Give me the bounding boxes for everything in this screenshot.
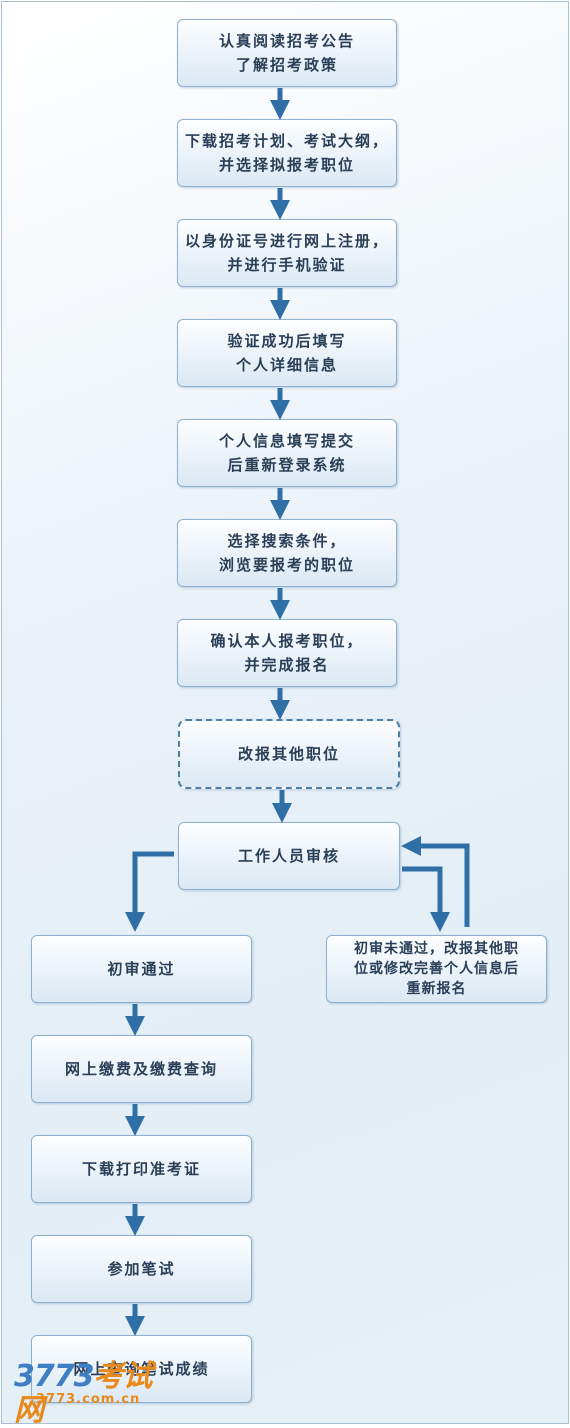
step-browse: 选择搜索条件， 浏览要报考的职位 (177, 519, 397, 587)
arrow-review-to-passed (125, 851, 174, 932)
step-confirm: 确认本人报考职位， 并完成报名 (177, 619, 397, 687)
arrow-not-passed-back (401, 836, 470, 927)
step-print-admission: 下载打印准考证 (31, 1135, 252, 1203)
site-watermark-logo: 3773考试网 3773.com.cn (14, 1359, 152, 1428)
arrow-review-to-not-passed (402, 866, 450, 932)
step-passed: 初审通过 (31, 935, 252, 1003)
step-not-passed: 初审未通过，改报其他职 位或修改完善个人信息后 重新报名 (326, 935, 547, 1003)
step-payment: 网上缴费及缴费查询 (31, 1035, 252, 1103)
step-download-plan: 下载招考计划、考试大纲， 并选择拟报考职位 (177, 119, 397, 187)
step-review: 工作人员审核 (178, 822, 400, 890)
step-relogin: 个人信息填写提交 后重新登录系统 (177, 419, 397, 487)
step-query-score: 网上查询笔试成绩 (31, 1335, 252, 1403)
step-read-notice: 认真阅读招考公告 了解招考政策 (177, 19, 397, 87)
step-change-position: 改报其他职位 (178, 719, 400, 789)
